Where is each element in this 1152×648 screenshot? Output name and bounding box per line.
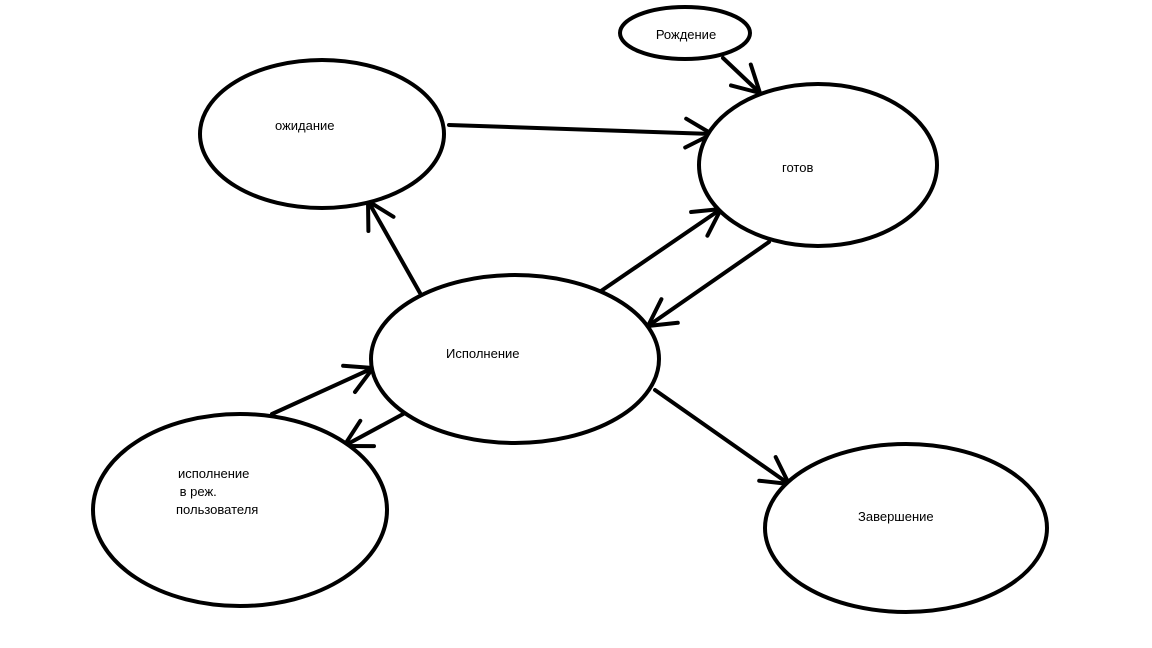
node-user-mode: исполнение в реж. пользователя xyxy=(91,412,389,608)
edge-ready-to-running xyxy=(646,240,771,328)
edge-line xyxy=(721,56,762,95)
edge-running-to-waiting xyxy=(366,199,422,295)
node-birth-shape xyxy=(618,5,752,61)
edge-running-to-termination xyxy=(653,388,791,486)
node-termination-label: Завершение xyxy=(858,509,934,524)
edge-running-to-ready xyxy=(599,207,723,293)
arrowhead-barb-1 xyxy=(773,455,791,486)
arrowhead-barb-2 xyxy=(353,366,375,394)
arrowhead-barb-1 xyxy=(341,363,375,370)
node-user-mode-label: исполнение в реж. пользователя xyxy=(176,466,284,517)
arrowhead-barb-2 xyxy=(705,207,723,238)
edge-birth-to-ready xyxy=(721,56,762,95)
edge-line xyxy=(342,411,407,448)
node-user-mode-shape xyxy=(91,412,389,608)
edge-line xyxy=(270,366,375,416)
node-waiting-label: ожидание xyxy=(275,118,335,133)
node-user-mode-label-line-3: пользователя xyxy=(176,502,258,517)
arrowhead-barb-2 xyxy=(646,297,664,328)
node-ready-label: готов xyxy=(782,160,813,175)
arrowhead-barb-2 xyxy=(366,199,396,219)
edge-line xyxy=(653,388,791,486)
edge-line xyxy=(447,123,714,136)
node-termination-shape xyxy=(763,442,1049,614)
arrowhead-barb-2 xyxy=(729,83,762,95)
edge-line xyxy=(599,207,723,293)
node-ready-shape xyxy=(697,82,939,248)
node-user-mode-label-line-1: исполнение xyxy=(178,466,249,481)
edge-running-to-user-mode xyxy=(342,411,407,449)
edge-user-mode-to-running xyxy=(270,363,375,416)
edge-line xyxy=(366,199,422,295)
arrowhead-barb-1 xyxy=(646,320,680,328)
node-user-mode-label-line-2: в реж. xyxy=(176,484,217,499)
node-ready: готов xyxy=(697,82,939,248)
nodes-layer: Рождение ожидание готов Исполнение испол… xyxy=(91,5,1049,614)
node-running-label: Исполнение xyxy=(446,346,520,361)
node-birth: Рождение xyxy=(618,5,752,61)
node-waiting-shape xyxy=(198,58,446,210)
arrowhead-barb-1 xyxy=(748,62,762,95)
edge-line xyxy=(646,240,771,328)
node-waiting: ожидание xyxy=(198,58,446,210)
node-running: Исполнение xyxy=(369,273,661,445)
node-termination: Завершение xyxy=(763,442,1049,614)
node-birth-label: Рождение xyxy=(656,27,716,42)
node-running-shape xyxy=(369,273,661,445)
edge-waiting-to-ready xyxy=(447,116,714,150)
